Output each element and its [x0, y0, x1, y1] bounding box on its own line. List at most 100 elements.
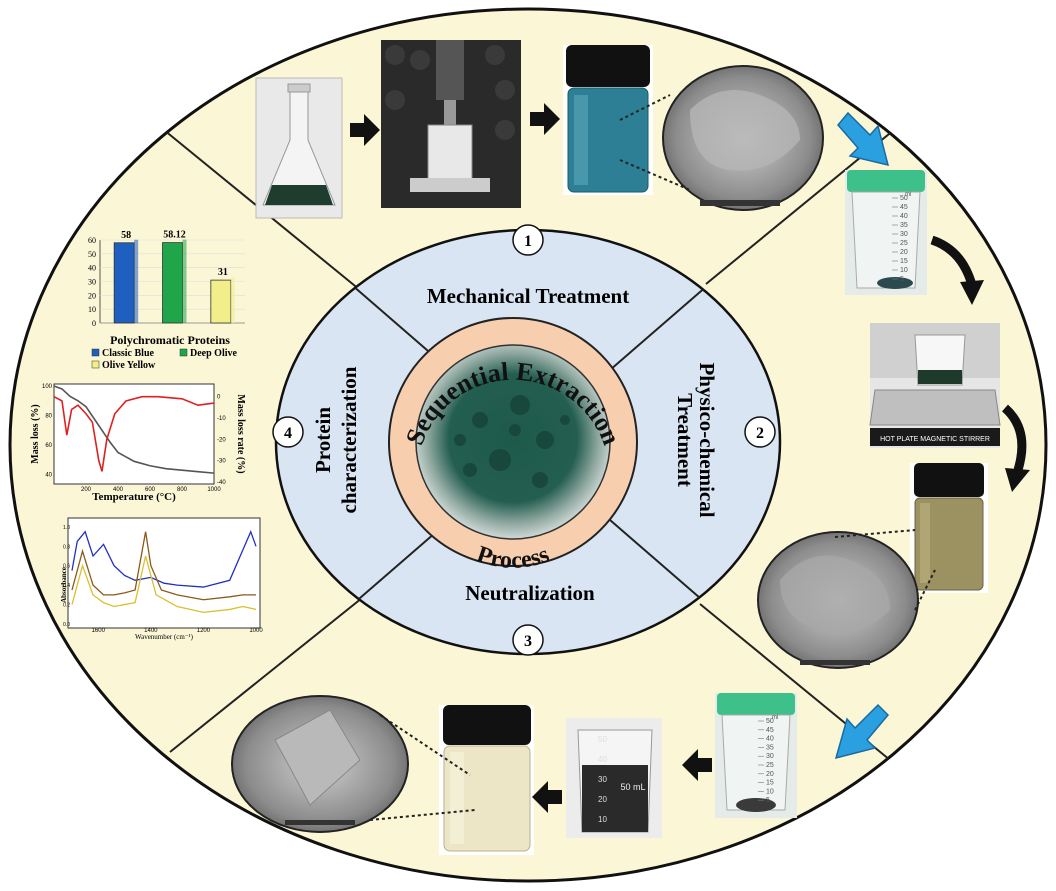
- tube-1-unit: ml: [905, 192, 911, 198]
- tga-y-right-tick: -20: [217, 437, 226, 443]
- spirulina-powder-icon: [415, 344, 611, 540]
- tube-2-mark: 5: [766, 797, 770, 804]
- flask-photo: [255, 77, 343, 219]
- legend-label: Olive Yellow: [102, 360, 156, 371]
- tube-2-mark: 15: [766, 780, 774, 787]
- legend-label: Classic Blue: [102, 348, 155, 359]
- tube-1-mark: 35: [900, 222, 908, 229]
- tga-y-right-tick: 0: [217, 395, 221, 401]
- ftir-x-tick: 1400: [144, 628, 158, 634]
- tube-1-mark: 50: [900, 195, 908, 202]
- powder-texture: [454, 395, 570, 488]
- ftir-y-tick: 0.6: [63, 564, 70, 570]
- beaker-mark: 10: [598, 815, 607, 824]
- ftir-series-0: [71, 529, 257, 588]
- yellow-vial-photo: [439, 705, 534, 855]
- bar-y-tick: 10: [88, 305, 96, 314]
- legend-label: Deep Olive: [190, 348, 237, 359]
- tube-2-mark: 40: [766, 736, 774, 743]
- ftir-y-tick: 1.0: [63, 525, 70, 531]
- bar-side-0: [134, 239, 139, 323]
- bar-y-tick: 40: [88, 264, 96, 273]
- sem-3-photo: [231, 695, 409, 833]
- tube-1-mark: 25: [900, 240, 908, 247]
- ftir-y-tick: 0.8: [63, 544, 70, 550]
- legend-swatch: [91, 360, 100, 369]
- tga-y-left-tick: 40: [45, 473, 52, 479]
- step-1-label: Mechanical Treatment: [427, 284, 629, 308]
- step-4: 4 Protein characterization: [272, 366, 361, 513]
- beaker-mark: 50: [598, 735, 607, 744]
- step-4-label-line2: characterization: [337, 366, 361, 513]
- ftir-series-1: [71, 531, 256, 601]
- tube-2-mark: 30: [766, 753, 774, 760]
- tga-y-left-tick: 80: [45, 414, 52, 420]
- step-3: 3 Neutralization: [465, 581, 595, 656]
- ftir-x-tick: 1000: [249, 628, 263, 634]
- tga-x-tick: 200: [81, 487, 92, 493]
- tga-y-right-tick: -30: [217, 459, 226, 465]
- bar-y-tick: 60: [88, 236, 96, 245]
- ftir-y-tick: 0.4: [63, 583, 70, 589]
- svg-text:1: 1: [524, 233, 532, 250]
- beaker-mark: 20: [598, 795, 607, 804]
- tube-2-mark: 50: [766, 718, 774, 725]
- ftir-xlabel: Wavenumber (cm⁻¹): [135, 633, 194, 641]
- ftir-x-tick: 1600: [92, 628, 106, 634]
- step-2: 2 Physico-chemical Treatment: [673, 362, 776, 518]
- stirrer-label: HOT PLATE MAGNETIC STIRRER: [880, 436, 990, 443]
- sem-1-photo: [662, 65, 824, 211]
- tube-2-mark: 20: [766, 771, 774, 778]
- step-3-label: Neutralization: [465, 581, 595, 605]
- bar-value-label: 31: [218, 267, 228, 278]
- tga-series-0: [53, 385, 215, 474]
- bar-y-tick: 50: [88, 250, 96, 259]
- arrow-left-2: [532, 781, 562, 813]
- tga-y-right-tick: -10: [217, 416, 226, 422]
- bar-0: [113, 242, 135, 324]
- stirrer-photo: HOT PLATE MAGNETIC STIRRER: [869, 323, 1001, 448]
- tga-x-tick: 600: [145, 487, 156, 493]
- beaker-mark: 40: [598, 755, 607, 764]
- step-4-label-line1: Protein: [311, 407, 335, 473]
- sonicator-photo: [381, 40, 521, 208]
- ftir-ylabel: Absorbance: [60, 567, 68, 603]
- tube-1-mark: 40: [900, 213, 908, 220]
- ftir-lines: [71, 529, 257, 614]
- tga-y-right-tick: -40: [217, 480, 226, 486]
- ftir-y-tick: 0.0: [63, 622, 70, 628]
- sem-2-photo: [757, 531, 919, 669]
- tga-ylabel-right: Mass loss rate (%): [235, 394, 246, 473]
- arrow-right-2: [530, 103, 560, 135]
- tube-2-mark: 25: [766, 762, 774, 769]
- bar-chart-title: Polychromatic Proteins: [110, 333, 230, 347]
- arrow-left-1: [682, 749, 712, 781]
- bar-y-tick: 20: [88, 291, 96, 300]
- tga-series-1: [53, 395, 215, 472]
- svg-text:3: 3: [524, 633, 532, 650]
- curved-arrows: [930, 235, 1027, 472]
- arrows-blue: [834, 111, 890, 760]
- beaker-label: 50 mL: [620, 782, 645, 792]
- tube-1-mark: 20: [900, 249, 908, 256]
- bar-y-tick: 30: [88, 278, 96, 287]
- svg-text:2: 2: [756, 425, 764, 442]
- legend-swatch: [179, 348, 188, 357]
- svg-text:4: 4: [284, 425, 292, 442]
- curved-arrow-2: [1001, 404, 1027, 472]
- bar-2: [210, 279, 232, 324]
- arrow-right-1: [350, 114, 380, 146]
- blue-arrow-1: [837, 111, 890, 167]
- step-1: 1 Mechanical Treatment: [427, 224, 629, 308]
- tube-2-mark: 45: [766, 727, 774, 734]
